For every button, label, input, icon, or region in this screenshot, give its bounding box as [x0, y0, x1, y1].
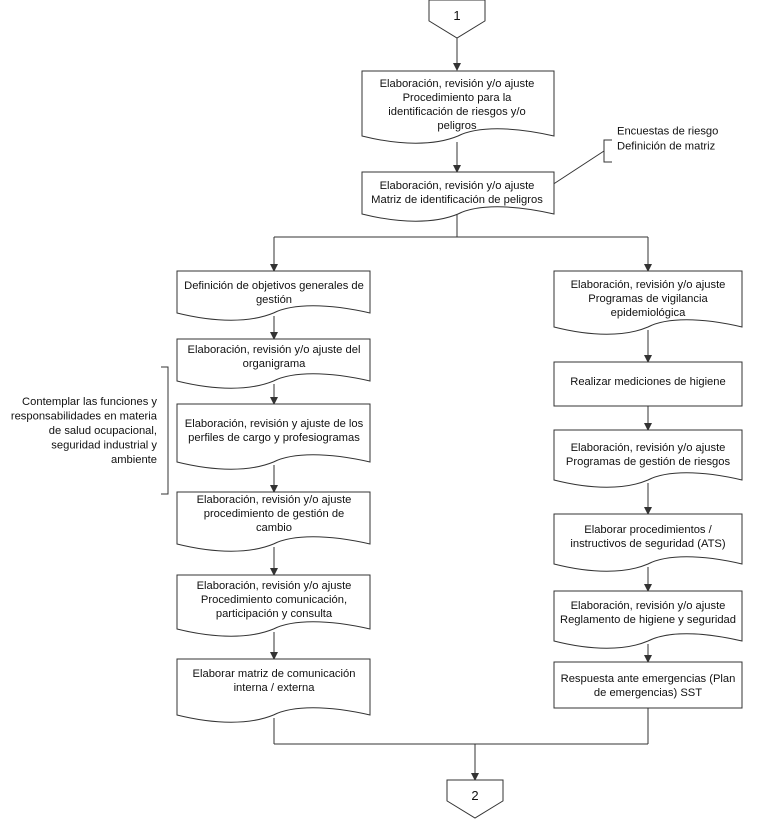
annotation-left-bracket	[161, 366, 169, 495]
right-step6-box	[553, 661, 743, 709]
right-step4-box	[553, 513, 743, 572]
right-step2-box	[553, 361, 743, 407]
annotation-top-leader	[551, 150, 605, 186]
left-step3-box	[176, 403, 371, 470]
right-step5-box	[553, 590, 743, 649]
center-step1-box	[361, 70, 555, 144]
right-step1-box	[553, 270, 743, 335]
right-step4-text: Elaborar procedimientos /instructivos de…	[570, 524, 726, 550]
connector-lines	[161, 38, 652, 781]
left-step4-box	[176, 491, 371, 552]
end-connector-label: 2	[471, 788, 478, 803]
center-step2-box	[361, 171, 555, 222]
left-step5-box	[176, 574, 371, 637]
left-step1-box	[176, 270, 371, 321]
start-connector	[428, 0, 486, 39]
annotation-top-bracket	[603, 139, 612, 163]
left-step6-box	[176, 658, 371, 723]
process-shapes	[176, 0, 743, 819]
right-step3-box	[553, 429, 743, 488]
right-step2-text: Realizar mediciones de higiene	[570, 376, 725, 388]
left-step2-box	[176, 338, 371, 389]
start-connector-label: 1	[453, 8, 460, 23]
end-connector	[446, 779, 504, 819]
